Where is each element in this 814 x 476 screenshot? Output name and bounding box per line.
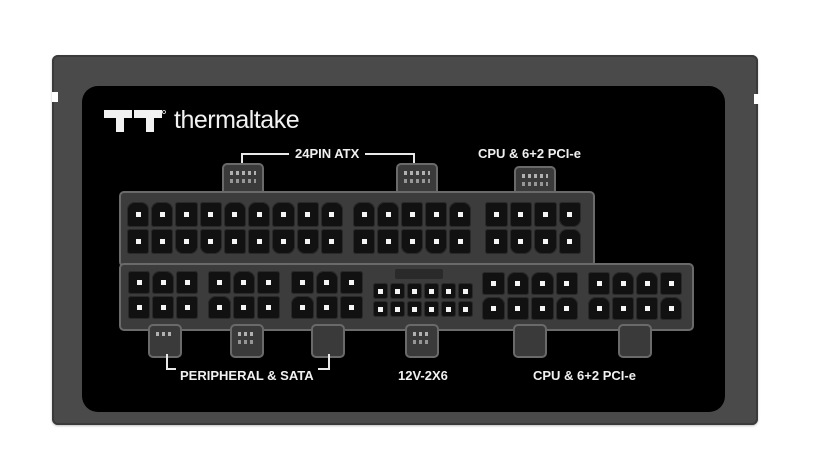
chassis-notch-right <box>754 94 760 104</box>
label-24pin-atx: 24PIN ATX <box>289 146 366 161</box>
chassis-notch-left <box>52 92 58 102</box>
label-peripheral-sata: PERIPHERAL & SATA <box>176 368 318 383</box>
port-cpu-pcie-top[interactable] <box>485 202 581 254</box>
port-peripheral-sata-2[interactable] <box>208 271 280 319</box>
12v-sense-pins <box>395 269 443 279</box>
port-cpu-pcie-bottom-2[interactable] <box>588 272 682 320</box>
connector-latch-tab <box>311 324 345 358</box>
connector-latch-tab <box>230 324 264 358</box>
port-12v-2x6[interactable] <box>373 283 473 317</box>
port-cpu-pcie-bottom-1[interactable] <box>482 272 578 320</box>
port-24pin-atx-a[interactable] <box>127 202 343 254</box>
port-peripheral-sata-3[interactable] <box>291 271 363 319</box>
connector-latch-tab <box>618 324 652 358</box>
port-24pin-atx-b[interactable] <box>353 202 471 254</box>
brand-logo: thermaltake <box>104 106 300 135</box>
label-cpu-pcie-bottom: CPU & 6+2 PCI-e <box>533 368 636 383</box>
label-cpu-pcie-top: CPU & 6+2 PCI-e <box>478 146 581 161</box>
port-peripheral-sata-1[interactable] <box>128 271 198 319</box>
connector-latch-tab <box>405 324 439 358</box>
connector-latch-tab <box>513 324 547 358</box>
brand-name: thermaltake <box>174 106 300 134</box>
label-12v-2x6: 12V-2X6 <box>398 368 448 383</box>
thermaltake-tt-logo-icon <box>104 109 166 132</box>
connector-latch-tab <box>148 324 182 358</box>
